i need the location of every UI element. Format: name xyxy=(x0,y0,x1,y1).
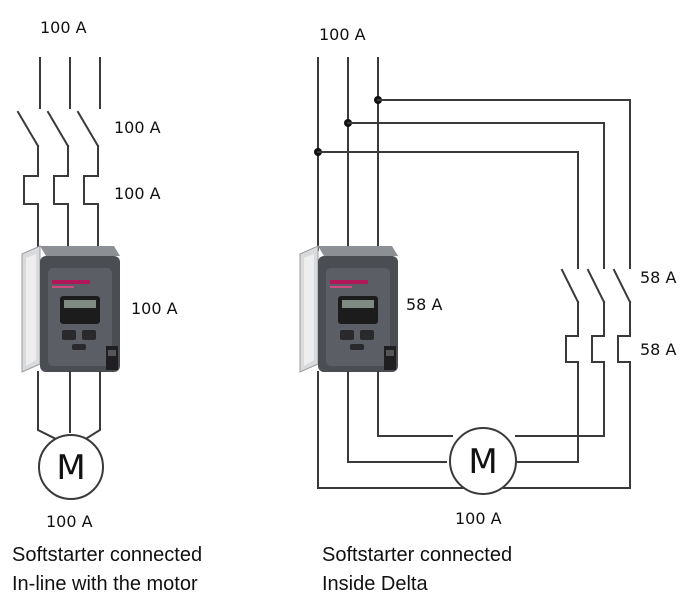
inline-caption-line2: In-line with the motor xyxy=(12,573,198,595)
inline-disconnect-switch xyxy=(16,110,100,177)
delta-branch-lines xyxy=(317,99,631,269)
delta-motor-current-label: 100 A xyxy=(455,509,502,528)
delta-contactor-current-label: 58 A xyxy=(640,340,676,359)
inside-delta-diagram: 100 A 58 A xyxy=(299,25,676,595)
delta-caption-line2: Inside Delta xyxy=(322,573,428,595)
inline-softstarter xyxy=(21,245,121,373)
inline-caption-line1: Softstarter connected xyxy=(12,544,202,566)
delta-softstarter-current-label: 58 A xyxy=(406,295,442,314)
inline-motor-current-label: 100 A xyxy=(46,512,93,531)
inline-contactor xyxy=(23,175,99,249)
delta-switch-current-label: 58 A xyxy=(640,268,676,287)
delta-motor-leads xyxy=(317,361,631,491)
inline-softstarter-current-label: 100 A xyxy=(131,299,178,318)
inline-supply-current-label: 100 A xyxy=(40,18,87,37)
inline-contactor-current-label: 100 A xyxy=(114,184,161,203)
inline-supply-lines xyxy=(39,57,101,109)
inline-motor-symbol: M xyxy=(38,434,104,500)
delta-motor-symbol: M xyxy=(449,427,517,495)
inline-switch-current-label: 100 A xyxy=(114,118,161,137)
delta-supply-current-label: 100 A xyxy=(319,25,366,44)
delta-contactor xyxy=(565,335,631,363)
inline-diagram: 100 A 100 A 100 A 100 A xyxy=(12,18,202,595)
delta-softstarter xyxy=(299,245,399,373)
delta-disconnect-switch xyxy=(560,268,632,337)
inline-motor-letter: M xyxy=(56,448,85,488)
delta-caption-line1: Softstarter connected xyxy=(322,544,512,566)
delta-motor-letter: M xyxy=(468,442,497,482)
delta-supply-lines xyxy=(317,57,379,251)
inline-motor-leads xyxy=(37,371,101,442)
